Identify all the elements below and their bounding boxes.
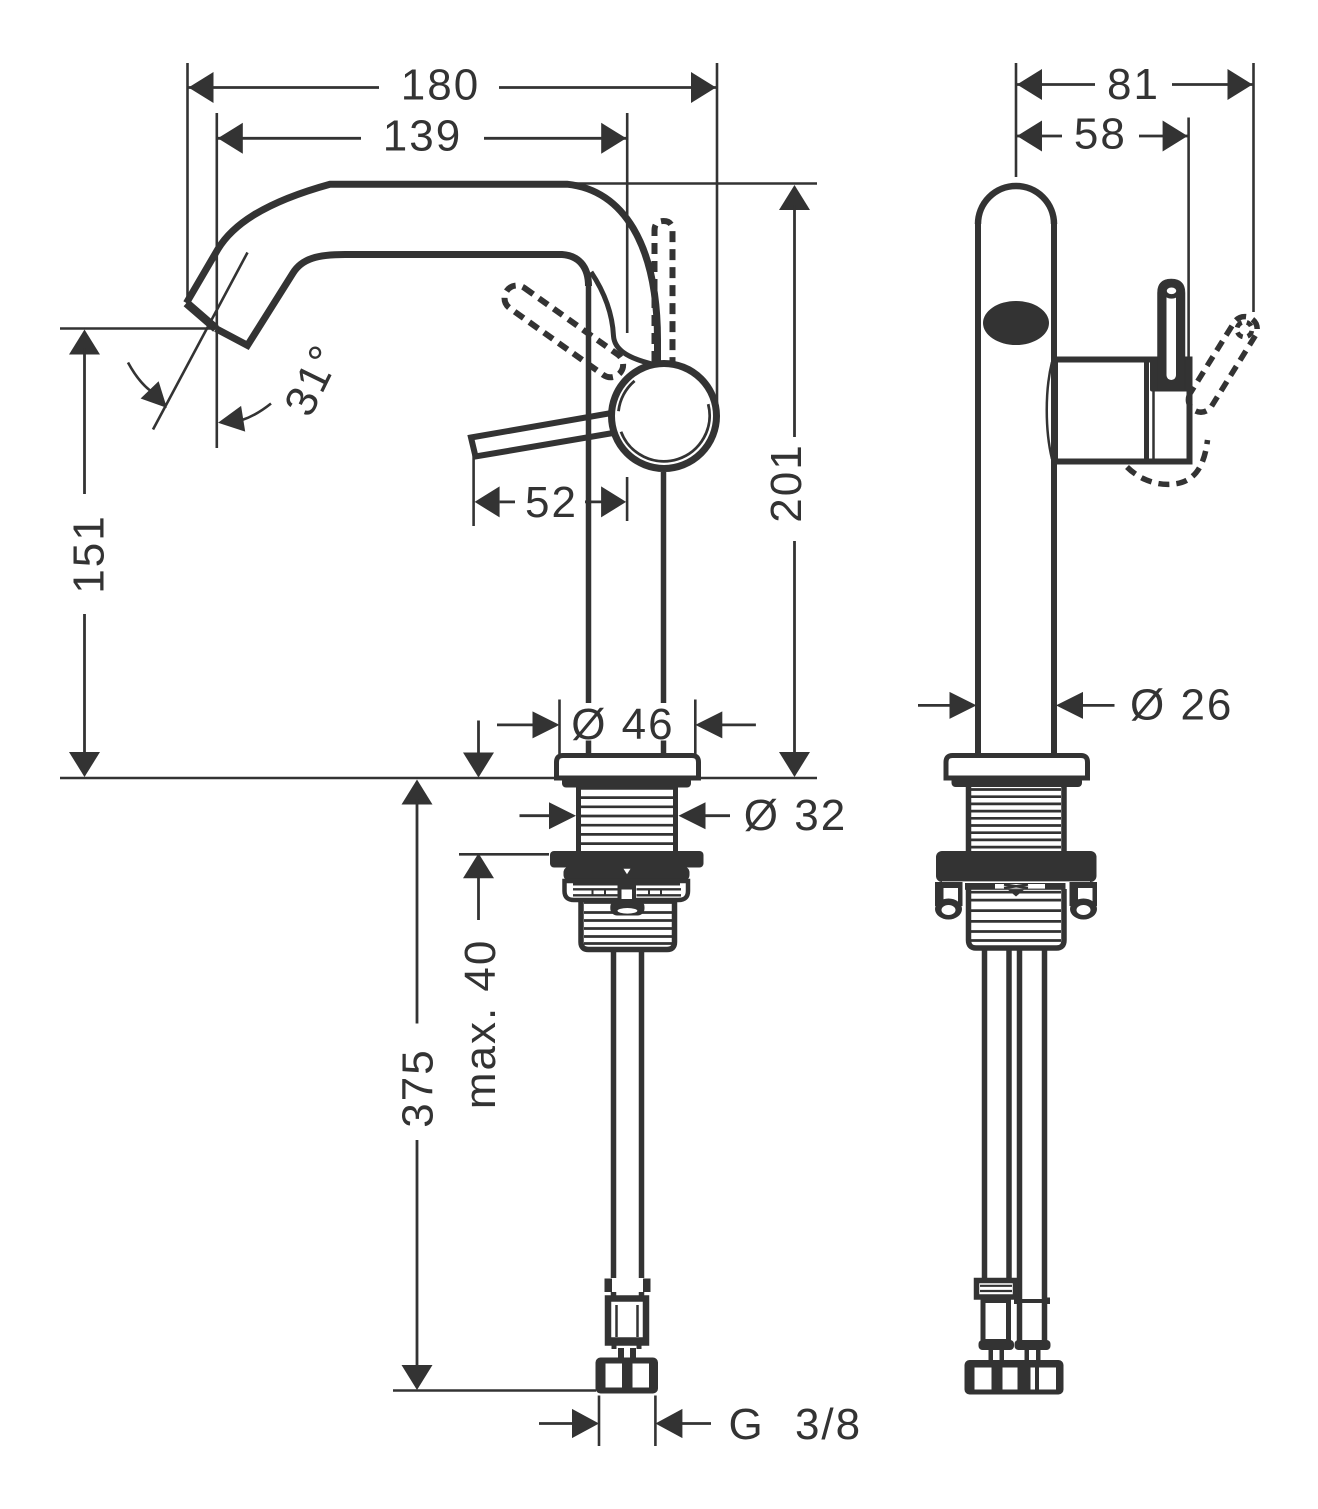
svg-text:G 3/8: G 3/8 bbox=[729, 1400, 863, 1449]
svg-text:Ø 46: Ø 46 bbox=[571, 700, 674, 749]
svg-text:201: 201 bbox=[762, 443, 811, 522]
svg-text:139: 139 bbox=[383, 111, 462, 160]
svg-text:151: 151 bbox=[65, 514, 114, 593]
svg-text:52: 52 bbox=[525, 478, 578, 527]
svg-text:Ø 26: Ø 26 bbox=[1130, 681, 1233, 730]
svg-text:max. 40: max. 40 bbox=[456, 939, 505, 1110]
svg-text:81: 81 bbox=[1107, 60, 1160, 109]
svg-text:375: 375 bbox=[394, 1048, 443, 1127]
svg-text:180: 180 bbox=[401, 61, 480, 110]
svg-text:Ø 32: Ø 32 bbox=[744, 791, 847, 840]
svg-text:58: 58 bbox=[1074, 110, 1127, 159]
